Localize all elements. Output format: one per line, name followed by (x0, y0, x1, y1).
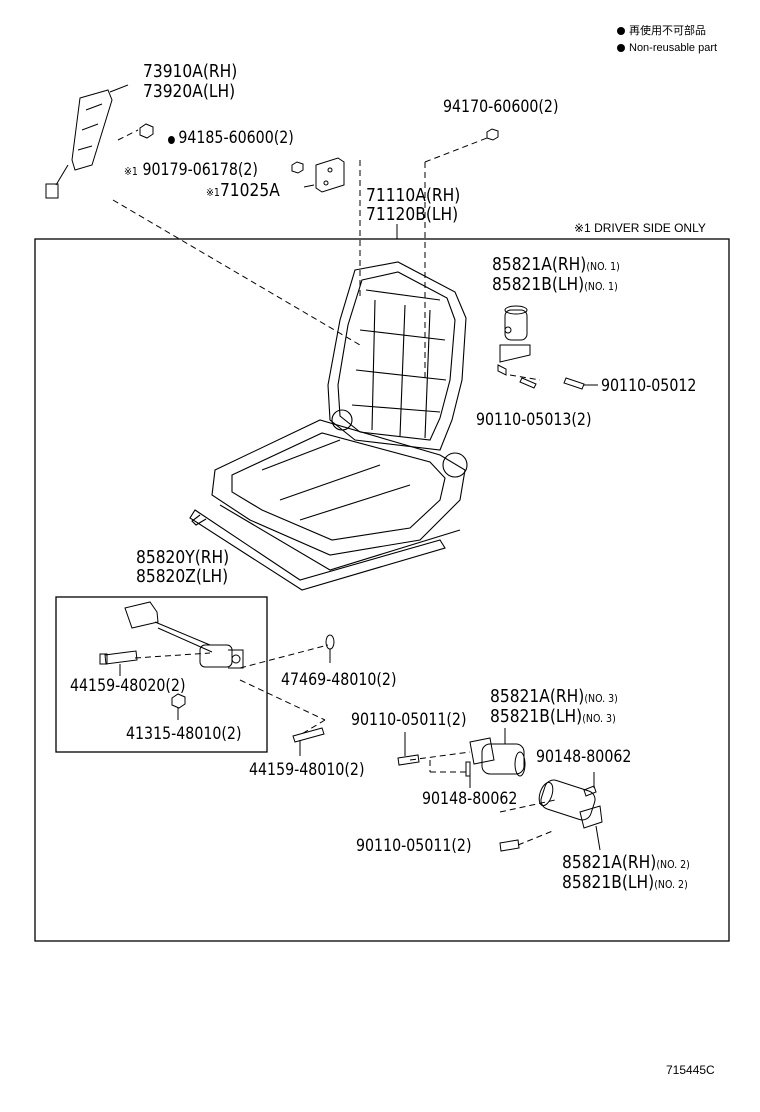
bolt-90148-80062-b (465, 761, 471, 777)
part-label-85821a-no1[interactable]: 85821A(RH)(NO. 1) (492, 254, 620, 275)
nut-41315 (171, 693, 186, 709)
washer-47469 (325, 634, 335, 650)
bullet-dot-icon (617, 27, 625, 35)
part-label-94170[interactable]: 94170-60600(2) (443, 97, 559, 116)
part-label-71025a[interactable]: ※171025A (206, 180, 280, 201)
part-label-44159-48020[interactable]: 44159-48020(2) (70, 676, 186, 695)
part-label-90110-05011-a[interactable]: 90110-05011(2) (351, 710, 467, 729)
bolt-44159-48010 (292, 727, 325, 743)
nut-94185 (139, 123, 154, 139)
nut-94170 (486, 128, 499, 141)
main-frame (34, 238, 730, 942)
part-label-90148-80062-a[interactable]: 90148-80062 (536, 747, 632, 766)
lifter-motor-no3 (469, 728, 526, 777)
part-label-85821b-no3[interactable]: 85821B(LH)(NO. 3) (490, 706, 616, 727)
bullet-dot-icon (617, 44, 625, 52)
driver-side-note: ※1 DRIVER SIDE ONLY (574, 221, 706, 235)
part-label-85821b-no2[interactable]: 85821B(LH)(NO. 2) (562, 872, 688, 893)
part-label-94185[interactable]: 94185-60600(2) (168, 128, 294, 147)
legend-nonreusable-en: Non-reusable part (617, 41, 717, 55)
part-label-90110-05011-b[interactable]: 90110-05011(2) (356, 836, 472, 855)
bolt-90110-05011-b (499, 839, 520, 852)
recline-motor (497, 305, 531, 376)
part-label-71120b[interactable]: 71120B(LH) (366, 204, 459, 225)
bolt-90148-80062-a (583, 785, 597, 797)
part-label-85821b-no1[interactable]: 85821B(LH)(NO. 1) (492, 274, 618, 295)
part-label-73910a[interactable]: 73910A(RH) (143, 61, 238, 82)
seatback-cover-part (71, 89, 113, 171)
part-label-44159-48010[interactable]: 44159-48010(2) (249, 760, 365, 779)
part-label-71110a[interactable]: 71110A(RH) (366, 185, 461, 206)
bolt-90110-05013 (519, 377, 537, 389)
slide-adjuster (124, 601, 244, 669)
part-label-85821a-no2[interactable]: 85821A(RH)(NO. 2) (562, 852, 690, 873)
bolt-90110-05012 (563, 377, 585, 390)
bolt-90110-05011-a (397, 754, 420, 766)
legend-nonreusable-jp: 再使用不可部品 (617, 24, 706, 38)
part-label-90110-05013[interactable]: 90110-05013(2) (476, 410, 592, 429)
diagram-code: 715445C (666, 1063, 715, 1077)
bolt-44159-48020 (104, 650, 138, 665)
part-label-85820y[interactable]: 85820Y(RH) (136, 547, 230, 568)
part-label-90110-05012[interactable]: 90110-05012 (601, 376, 697, 395)
part-label-47469[interactable]: 47469-48010(2) (281, 670, 397, 689)
seat-frame (189, 261, 468, 591)
nut-90179 (291, 161, 304, 174)
part-label-73920a[interactable]: 73920A(LH) (143, 81, 236, 102)
part-label-90179[interactable]: ※1 90179-06178(2) (124, 160, 258, 179)
part-label-85821a-no3[interactable]: 85821A(RH)(NO. 3) (490, 686, 618, 707)
lifter-motor-no2 (538, 779, 603, 851)
bracket-71025a (315, 157, 345, 193)
part-label-90148-80062-b[interactable]: 90148-80062 (422, 789, 518, 808)
part-label-85820z[interactable]: 85820Z(LH) (136, 566, 229, 587)
part-label-41315[interactable]: 41315-48010(2) (126, 724, 242, 743)
subassembly-frame (55, 596, 268, 753)
non-reusable-dot-icon (168, 136, 175, 144)
